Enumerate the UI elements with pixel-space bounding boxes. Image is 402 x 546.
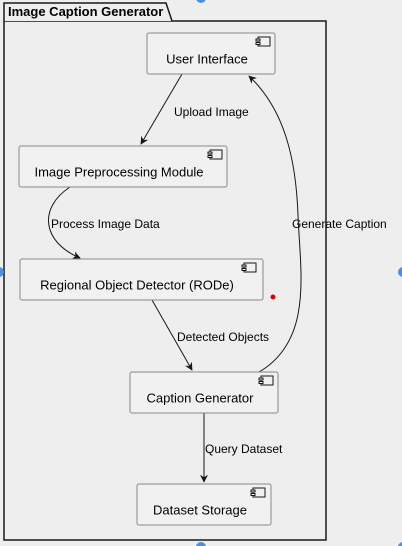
node-dataset-storage-label[interactable]: Dataset Storage (153, 503, 247, 518)
edge-generate-caption-label: Generate Caption (292, 217, 387, 231)
edge-process-image-data-label: Process Image Data (51, 217, 160, 231)
component-icon (255, 36, 271, 47)
node-caption-generator-label[interactable]: Caption Generator (147, 391, 255, 406)
component-icon (241, 262, 257, 273)
edge-upload-image: Upload Image (140, 73, 249, 145)
component-icon (207, 149, 223, 160)
node-user-interface-box[interactable] (146, 32, 276, 75)
resize-handle-left[interactable] (0, 267, 4, 277)
edge-detected-objects: Detected Objects (151, 299, 269, 371)
resize-handle-bottom-right[interactable] (398, 542, 402, 546)
component-icon (250, 487, 266, 498)
edge-upload-image-label: Upload Image (174, 105, 249, 119)
edge-process-image-data: Process Image Data (47, 186, 160, 259)
edge-generate-caption-line (248, 75, 302, 373)
node-dataset-storage-box[interactable] (136, 483, 272, 526)
node-image-preprocessing-module-label[interactable]: Image Preprocessing Module (34, 165, 203, 180)
node-regional-object-detector-label[interactable]: Regional Object Detector (RODe) (40, 278, 234, 293)
package-title: Image Caption Generator (8, 4, 163, 19)
edge-query-dataset-label: Query Dataset (205, 442, 283, 456)
resize-handle-bottom[interactable] (196, 542, 206, 546)
edge-detected-objects-line (151, 299, 193, 371)
node-regional-object-detector-box[interactable] (19, 258, 264, 301)
node-image-preprocessing-module-box[interactable] (18, 145, 228, 188)
resize-handle-right[interactable] (398, 267, 402, 277)
node-image-preprocessing-module[interactable]: Image Preprocessing Module (18, 145, 228, 188)
edge-query-dataset: Query Dataset (200, 413, 283, 483)
node-caption-generator-box[interactable] (129, 371, 279, 414)
node-caption-generator[interactable]: Caption Generator (129, 371, 279, 414)
resize-handle-top[interactable] (196, 0, 206, 3)
edge-process-image-data-line (47, 186, 81, 259)
node-regional-object-detector[interactable]: Regional Object Detector (RODe) (19, 258, 264, 301)
component-icon (258, 375, 274, 386)
node-user-interface-label[interactable]: User Interface (166, 52, 248, 67)
package-tab (3, 2, 173, 22)
edge-detected-objects-label: Detected Objects (177, 330, 269, 344)
node-user-interface[interactable]: User Interface (146, 32, 276, 75)
edge-generate-caption: Generate Caption (248, 75, 387, 373)
edge-upload-image-line (140, 73, 183, 145)
red-dot-marker (270, 294, 276, 300)
node-dataset-storage[interactable]: Dataset Storage (136, 483, 272, 526)
